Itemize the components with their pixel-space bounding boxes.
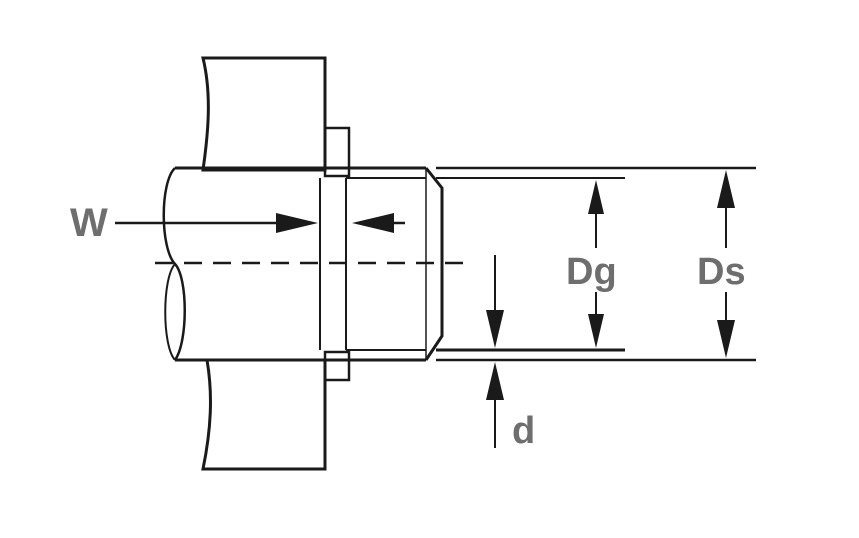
retaining-ring-bottom	[323, 350, 351, 382]
label-w: W	[70, 201, 108, 245]
label-ds: Ds	[697, 251, 746, 293]
label-d: d	[512, 410, 535, 452]
shaft	[162, 166, 444, 362]
extension-lines	[436, 166, 756, 362]
housing-top-section	[201, 56, 327, 172]
housing-wall	[201, 56, 327, 471]
label-dg: Dg	[566, 251, 617, 293]
dg-dimension	[588, 180, 604, 348]
housing-bottom-section	[201, 358, 327, 471]
d-dimension	[486, 255, 504, 448]
thrust-load-arrows	[115, 213, 405, 233]
ds-dimension	[717, 170, 735, 358]
retaining-ring	[323, 126, 351, 382]
retaining-ring-top	[323, 126, 351, 178]
